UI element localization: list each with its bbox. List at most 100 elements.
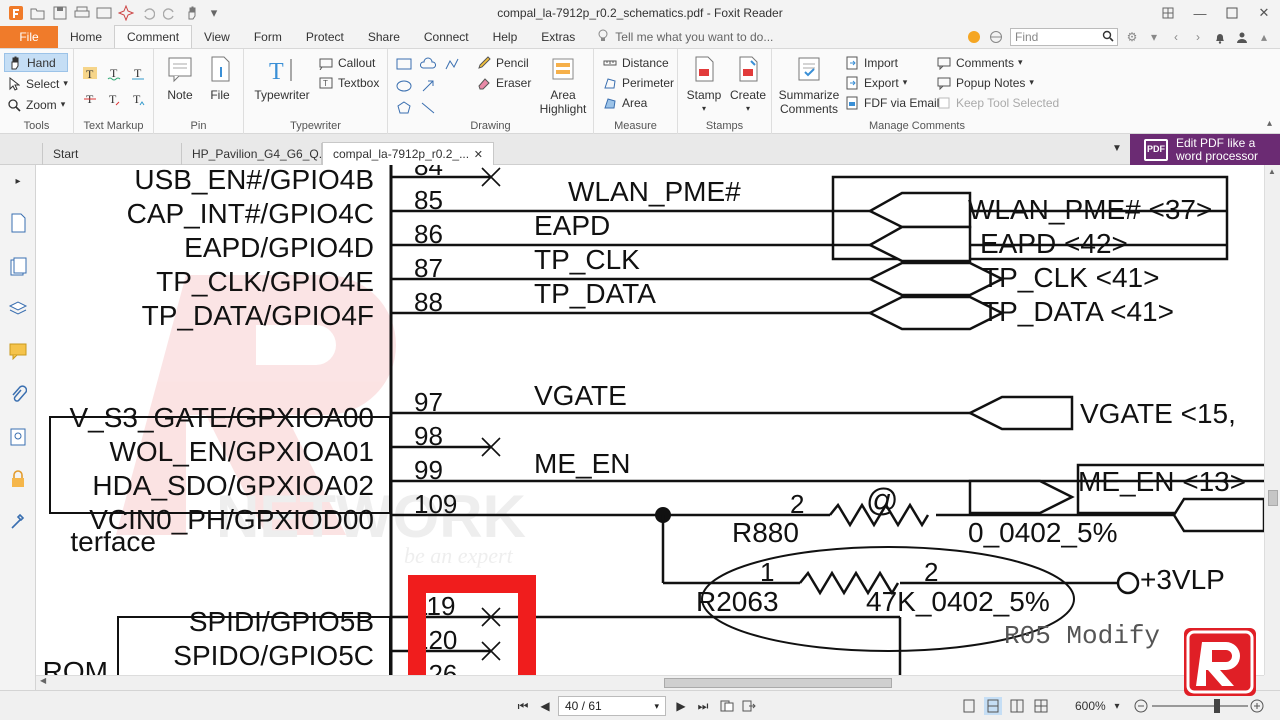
ribbon-collapse-icon[interactable]: ▴ [1260,30,1268,44]
tab-home[interactable]: Home [70,30,103,44]
strikeout-text-icon[interactable]: T [82,89,98,108]
summarize-comments-button[interactable]: Summarize Comments [778,53,840,116]
maximize-button[interactable] [1216,0,1248,26]
last-page-icon[interactable]: ⏭ [697,698,709,713]
typewriter-button[interactable]: T Typewriter [252,53,312,102]
area-highlight-button[interactable]: Area Highlight [538,53,588,116]
zoom-level[interactable]: 600% [1075,699,1106,713]
bell-icon[interactable] [1212,29,1228,45]
page-number-input[interactable]: 40 / 61 ▾ [558,696,666,716]
print-icon[interactable] [74,5,90,21]
scan-icon[interactable] [96,5,112,21]
undo-icon[interactable] [140,5,156,21]
collapse-ribbon-icon[interactable]: ▴ [1266,118,1272,129]
oval-icon[interactable] [396,76,412,95]
horizontal-scroll-thumb[interactable] [664,678,892,688]
keep-tool-selected-checkbox[interactable]: Keep Tool Selected [936,93,1059,112]
document-view[interactable]: NETWORK be an expert USB_EN#/GPIO4B CAP_… [36,165,1264,675]
find-input[interactable]: Find [1010,28,1118,46]
close-button[interactable]: ✕ [1258,5,1270,20]
single-page-view-icon[interactable] [960,697,978,715]
redo-icon[interactable] [162,5,178,21]
select-tool-button[interactable]: Select ▾ [6,74,68,93]
vertical-scrollbar[interactable]: ▲ [1264,165,1280,675]
continuous-facing-view-icon[interactable] [1032,697,1050,715]
tab-file[interactable]: File [0,26,58,48]
zoom-tool-button[interactable]: Zoom ▾ [6,95,65,114]
file-attach-button[interactable]: File [204,53,236,102]
popup-notes-button[interactable]: Popup Notes ▾ [936,73,1034,92]
tab-extras[interactable]: Extras [541,30,576,44]
minimize-button[interactable]: — [1193,5,1207,21]
export-button[interactable]: Export ▾ [844,73,907,92]
arrow-icon[interactable] [420,76,436,95]
stamp-button[interactable]: Stamp ▾ [686,53,722,116]
tab-form[interactable]: Form [253,30,282,44]
layers-icon[interactable] [6,297,30,321]
zoom-out-icon[interactable] [1132,697,1150,715]
first-page-icon[interactable]: ⏮ [517,698,529,713]
zoom-slider-thumb[interactable] [1214,699,1220,713]
scroll-left-icon[interactable]: ◀ [40,676,47,685]
tab-view[interactable]: View [204,30,230,44]
note-button[interactable]: Note [164,53,196,102]
horizontal-scrollbar[interactable]: ◀ [36,675,1264,690]
line-icon[interactable] [420,98,436,117]
perimeter-button[interactable]: Perimeter [602,73,674,92]
open-icon[interactable] [30,5,46,21]
previous-view-icon[interactable] [718,697,736,715]
zoom-dropdown-icon[interactable]: ▾ [1114,700,1120,712]
user-icon[interactable] [1234,29,1250,45]
content-tools-icon[interactable] [6,509,30,533]
import-button[interactable]: Import [844,53,898,72]
customize-dropdown-icon[interactable]: ▾ [210,5,218,20]
tell-me-box[interactable]: Tell me what you want to do... [597,26,773,48]
hand-tool-button[interactable]: Hand [4,53,68,72]
area-measure-button[interactable]: Area [602,93,647,112]
rectangle-icon[interactable] [396,54,412,73]
cloud-icon[interactable] [420,54,436,73]
tab-connect[interactable]: Connect [423,30,469,44]
eraser-button[interactable]: Eraser [476,73,531,92]
insert-text-icon[interactable]: T [130,89,146,108]
doc-tab-hp-pavilion[interactable]: HP_Pavilion_G4_G6_Q... [182,143,329,165]
vertical-scroll-thumb[interactable] [1268,490,1278,506]
replace-text-icon[interactable]: T [106,89,122,108]
next-page-icon[interactable]: ▶ [676,699,686,713]
digital-signatures-icon[interactable] [6,425,30,449]
fdf-email-button[interactable]: FDF via Email [844,93,939,112]
close-tab-icon[interactable]: ✕ [473,148,483,161]
bookmarks-icon[interactable] [6,255,30,279]
tab-share[interactable]: Share [367,30,400,44]
continuous-view-icon[interactable] [984,697,1002,715]
comments-panel-icon[interactable] [6,339,30,363]
save-icon[interactable] [52,5,68,21]
callout-button[interactable]: Callout [318,53,375,72]
settings-gear-icon[interactable]: ⚙ [1126,30,1138,44]
tab-list-dropdown-icon[interactable]: ▼ [1112,143,1122,154]
underline-text-icon[interactable]: T [130,63,146,82]
page-thumbnails-icon[interactable] [6,211,30,235]
squiggly-text-icon[interactable]: T [106,63,122,82]
globe-icon[interactable] [988,29,1004,45]
edit-pdf-promo-banner[interactable]: PDF Edit PDF like a word processor [1130,134,1280,165]
tab-protect[interactable]: Protect [305,30,344,44]
chevron-down-icon[interactable]: ▾ [1150,30,1158,44]
polygon-icon[interactable] [396,98,412,117]
polyline-icon[interactable] [444,54,460,73]
facing-view-icon[interactable] [1008,697,1026,715]
distance-button[interactable]: Distance [602,53,669,72]
hand-quick-icon[interactable] [184,5,200,21]
previous-icon[interactable]: ‹ [1174,30,1178,44]
zoom-slider[interactable] [1152,705,1248,707]
highlight-text-icon[interactable]: T [82,63,98,82]
tab-comment[interactable]: Comment [114,25,193,48]
zoom-in-icon[interactable] [1248,697,1266,715]
attachments-icon[interactable] [6,383,30,407]
doc-tab-compal[interactable]: compal_la-7912p_r0.2_... ✕ [322,142,494,165]
scroll-up-icon[interactable]: ▲ [1268,167,1276,176]
security-lock-icon[interactable] [6,467,30,491]
comments-dropdown-button[interactable]: Comments ▾ [936,53,1023,72]
next-view-icon[interactable] [740,697,758,715]
heart-icon[interactable] [966,29,982,45]
